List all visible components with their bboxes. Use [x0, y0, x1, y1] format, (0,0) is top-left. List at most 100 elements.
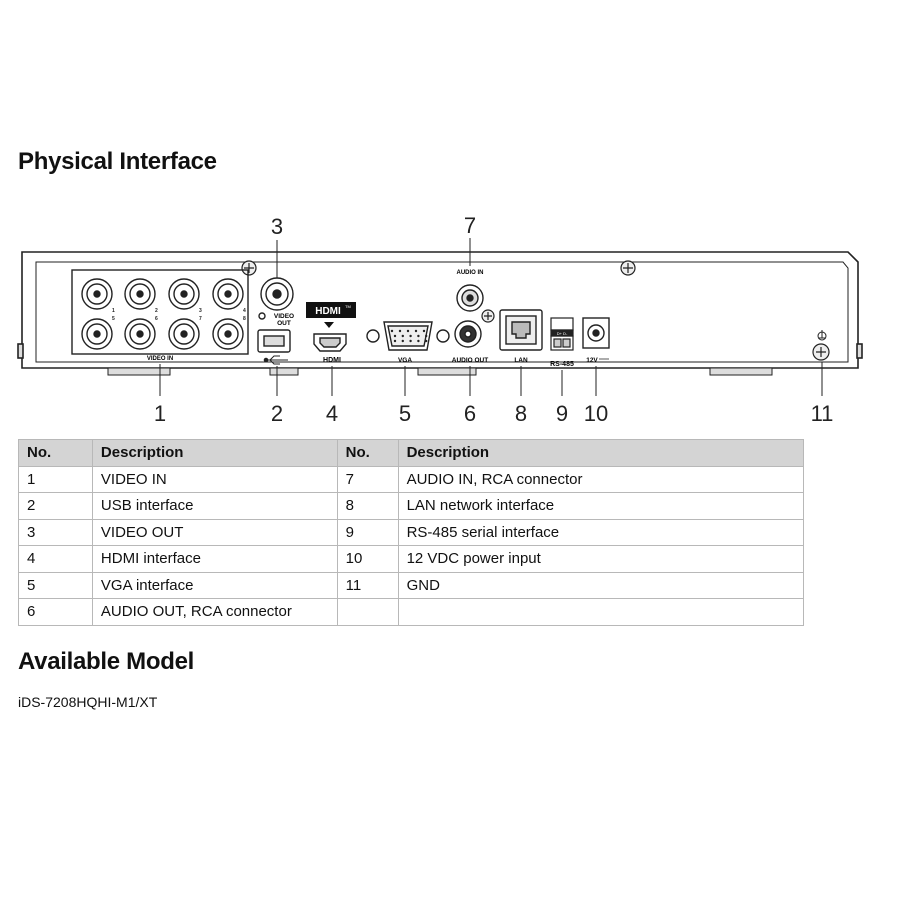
table-cell: HDMI interface	[91, 545, 338, 573]
table-row: 6 AUDIO OUT, RCA connector	[18, 598, 805, 626]
interface-table: No. Description No. Description 1 VIDEO …	[18, 439, 805, 626]
callout-6: 6	[464, 401, 476, 426]
lan-label: LAN	[514, 357, 528, 364]
callout-3: 3	[271, 214, 283, 239]
table-cell: 2	[18, 492, 93, 520]
bnc-connector	[124, 318, 156, 350]
bnc-connector	[168, 318, 200, 350]
table-header-row: No. Description No. Description	[18, 439, 805, 467]
table-cell: VGA interface	[91, 571, 338, 599]
lan-port	[499, 309, 543, 351]
usb-port	[257, 329, 291, 353]
table-cell: AUDIO IN, RCA connector	[397, 465, 805, 493]
table-cell: 11	[336, 571, 399, 599]
callout-2: 2	[271, 401, 283, 426]
table-row: 1 VIDEO IN 7 AUDIO IN, RCA connector	[18, 465, 805, 493]
table-cell: VIDEO IN	[91, 465, 338, 493]
svg-text:HDMI: HDMI	[315, 306, 341, 317]
table-cell: 12 VDC power input	[397, 545, 805, 573]
table-cell: VIDEO OUT	[91, 518, 338, 546]
table-cell	[336, 598, 399, 626]
section-title-physical-interface: Physical Interface	[18, 148, 217, 175]
callout-7: 7	[464, 213, 476, 238]
table-cell: AUDIO OUT, RCA connector	[91, 598, 338, 626]
callout-numbers: 1 2 3 4 5 6 7 8 9 10 11	[154, 213, 834, 426]
rs485-pins-label: D+ D-	[557, 331, 568, 336]
screw-icon	[481, 309, 495, 323]
callout-8: 8	[515, 401, 527, 426]
hdmi-port	[313, 333, 347, 352]
chassis	[17, 251, 863, 376]
callout-5: 5	[399, 401, 411, 426]
callout-11: 11	[811, 401, 834, 426]
gnd-screw	[812, 343, 830, 361]
video-out-bnc	[258, 277, 294, 320]
rear-panel-diagram: 1 2 3 4 5 6 7 8 VIDEO IN VIDEO OUT HDMI TM HDMI…	[17, 213, 863, 426]
audio-out-rca	[454, 320, 482, 348]
table-cell: 8	[336, 492, 399, 520]
table-header: No.	[18, 439, 93, 467]
table-header: No.	[336, 439, 399, 467]
callout-9: 9	[556, 401, 568, 426]
port-number: 1	[112, 308, 115, 314]
video-in-label: VIDEO IN	[147, 356, 173, 362]
table-cell: 4	[18, 545, 93, 573]
ground-icon	[817, 330, 827, 341]
table-cell: GND	[397, 571, 805, 599]
table-header: Description	[91, 439, 338, 467]
hdmi-logo-badge: HDMI TM	[306, 302, 356, 318]
video-out-label-line1: VIDEO	[274, 313, 294, 320]
hdmi-label: HDMI	[323, 357, 341, 364]
table-cell	[397, 598, 805, 626]
bnc-connector	[81, 318, 113, 350]
table-cell: 1	[18, 465, 93, 493]
table-row: 5 VGA interface 11 GND	[18, 571, 805, 599]
bnc-connector	[168, 278, 200, 310]
port-number: 7	[199, 316, 202, 322]
vga-port	[366, 321, 450, 351]
table-cell: USB interface	[91, 492, 338, 520]
arrow-down-icon	[324, 322, 334, 328]
table-row: 2 USB interface 8 LAN network interface	[18, 492, 805, 520]
bnc-connector	[212, 318, 244, 350]
port-number: 6	[155, 316, 158, 322]
rs485-label: RS-485	[550, 361, 574, 368]
port-number: 4	[243, 308, 246, 314]
callout-1: 1	[154, 401, 166, 426]
bnc-connector	[212, 278, 244, 310]
table-cell: 6	[18, 598, 93, 626]
vga-label: VGA	[398, 357, 412, 364]
port-number: 8	[243, 316, 246, 322]
table-cell: 3	[18, 518, 93, 546]
screw-icon	[241, 260, 636, 276]
callout-4: 4	[326, 401, 338, 426]
rs485-terminal	[550, 317, 574, 351]
audio-in-label: AUDIO IN	[457, 270, 484, 276]
video-out-label-line2: OUT	[277, 320, 291, 327]
power-label: 12V	[586, 357, 598, 364]
callout-lines	[159, 238, 823, 396]
power-jack	[582, 317, 610, 349]
table-cell: 9	[336, 518, 399, 546]
svg-text:TM: TM	[345, 304, 351, 309]
table-cell: LAN network interface	[397, 492, 805, 520]
table-cell: RS-485 serial interface	[397, 518, 805, 546]
usb-icon	[263, 355, 288, 365]
vga-pins	[390, 329, 428, 343]
bnc-connector	[81, 278, 113, 310]
bnc-connector	[124, 278, 156, 310]
port-number: 5	[112, 316, 115, 322]
video-in-bnc-block: 1 2 3 4 5 6 7 8 VIDEO IN	[71, 269, 249, 362]
port-number: 3	[199, 308, 202, 314]
model-name: iDS-7208HQHI-M1/XT	[18, 694, 158, 710]
section-title-available-model: Available Model	[18, 648, 194, 675]
table-cell: 7	[336, 465, 399, 493]
audio-out-label: AUDIO OUT	[452, 357, 489, 364]
table-row: 4 HDMI interface 10 12 VDC power input	[18, 545, 805, 573]
table-cell: 10	[336, 545, 399, 573]
table-header: Description	[397, 439, 805, 467]
port-number: 2	[155, 308, 158, 314]
table-row: 3 VIDEO OUT 9 RS-485 serial interface	[18, 518, 805, 546]
callout-10: 10	[584, 401, 608, 426]
dc-symbol-icon	[599, 358, 609, 363]
